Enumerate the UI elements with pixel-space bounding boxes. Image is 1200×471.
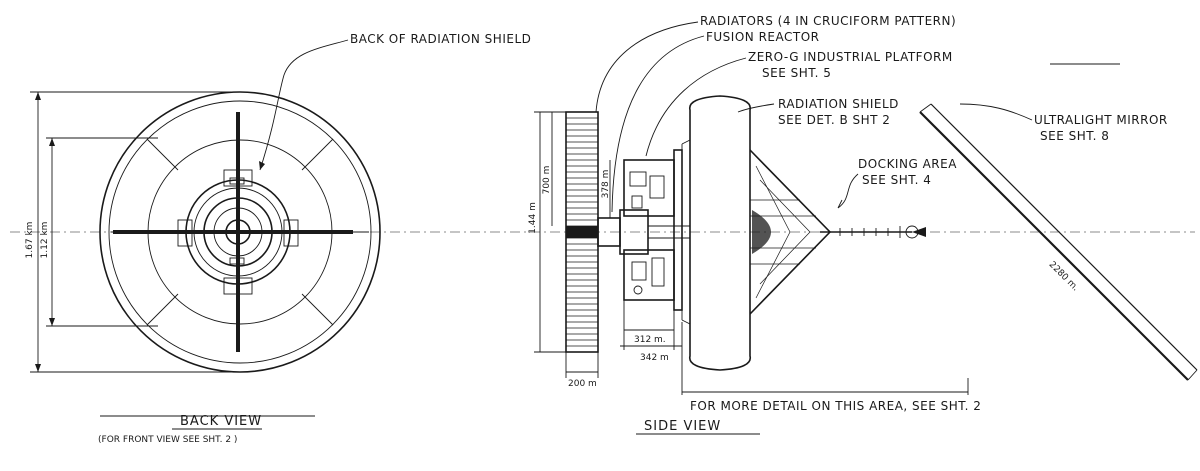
back-view-radiator-cross [113,112,353,352]
callout-shield-1: RADIATION SHIELD [778,97,899,111]
callout-radiators: RADIATORS (4 IN CRUCIFORM PATTERN) [700,14,956,28]
callout-docking-1: DOCKING AREA [858,157,957,171]
ultralight-mirror [919,103,1198,381]
back-shield-callout: BACK OF RADIATION SHIELD [350,32,531,46]
side-view: 1.44 m 700 m 378 m 200 m 312 m. 342 m 22… [528,14,1198,435]
dim-platform-inner: 312 m. [634,335,666,345]
dim-reactor: 378 m [601,170,611,199]
dim-platform-outer: 342 m [640,353,669,363]
side-view-leaders [595,21,1120,213]
radiation-shield [681,95,751,371]
callout-shield-2: SEE DET. B SHT 2 [778,113,890,127]
callout-docking-2: SEE SHT. 4 [862,173,931,187]
back-view: 1.67 km 1.12 km BACK OF RADIATION SHIELD… [25,32,531,445]
back-view-title: BACK VIEW [180,414,262,429]
reactor-platform [597,149,690,311]
dim-radiator-height: 1.44 m [528,202,538,234]
callout-mirror-1: ULTRALIGHT MIRROR [1034,113,1168,127]
dim-radiator-upper: 700 m [542,166,552,195]
back-view-subtitle: (FOR FRONT VIEW SEE SHT. 2 ) [98,435,237,445]
callout-mirror-2: SEE SHT. 8 [1040,129,1109,143]
side-view-note: FOR MORE DETAIL ON THIS AREA, SEE SHT. 2 [690,399,981,413]
dim-mirror: 2280 m. [1047,260,1081,294]
callout-platform-1: ZERO-G INDUSTRIAL PLATFORM [748,50,953,64]
back-view-dimensions [30,91,240,373]
callout-fusion-reactor: FUSION REACTOR [706,30,820,44]
back-view-dim-outer: 1.67 km [25,222,35,259]
side-view-dimensions [534,111,969,395]
dim-radiator-width: 200 m [568,379,597,389]
radiator-panel [565,111,599,353]
back-view-dim-inner: 1.12 km [40,222,50,259]
docking-truss [749,149,926,315]
side-view-title: SIDE VIEW [644,419,721,434]
back-view-hub [177,169,299,295]
back-shield-leader [259,39,349,171]
callout-platform-2: SEE SHT. 5 [762,66,831,80]
